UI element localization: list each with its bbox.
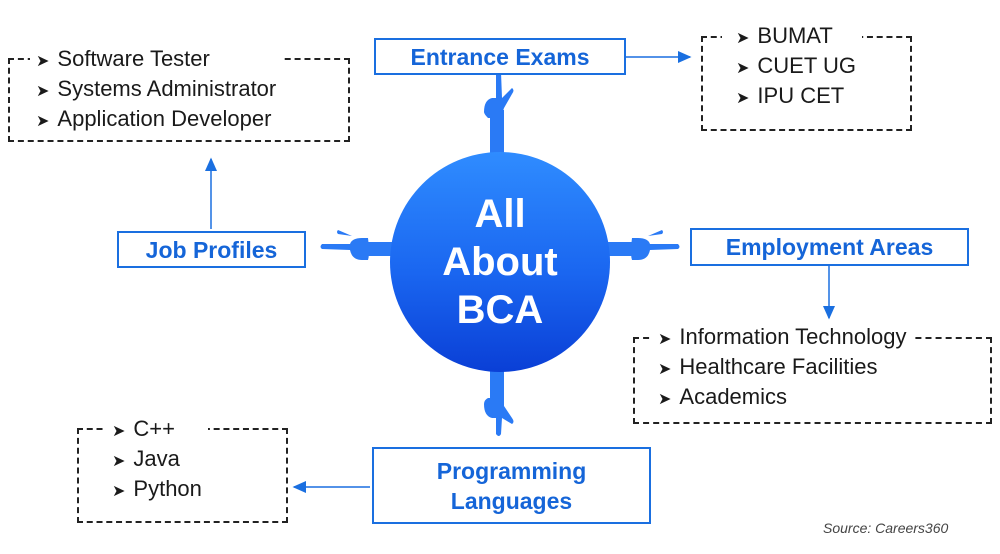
- box-label-line: Languages: [450, 487, 573, 514]
- job-profiles-box: Job Profiles: [117, 231, 306, 268]
- center-line: All: [474, 192, 526, 236]
- list-item: ➤CUET UG: [736, 53, 857, 78]
- list-item: ➤Software Tester: [30, 44, 283, 74]
- list-item: ➤Java: [112, 446, 180, 471]
- center-line: About: [442, 240, 558, 284]
- jobs-list: ➤Software Tester ➤Systems Administrator …: [30, 44, 283, 134]
- list-item: ➤IPU CET: [736, 83, 845, 108]
- center-line: BCA: [456, 288, 544, 332]
- source-caption: Source: Careers360: [823, 520, 949, 536]
- center-circle: All About BCA: [390, 152, 610, 372]
- hand-up-icon: [484, 70, 514, 155]
- exams-list: ➤BUMAT ➤CUET UG ➤IPU CET: [722, 21, 863, 111]
- list-item: ➤C++: [104, 414, 208, 444]
- languages-list: ➤C++ ➤Java ➤Python: [104, 414, 208, 504]
- box-label-line: Programming: [436, 457, 587, 484]
- list-item: ➤Academics: [658, 384, 787, 409]
- list-item: ➤Information Technology: [652, 322, 913, 352]
- list-item: ➤Systems Administrator: [36, 76, 277, 101]
- hand-left-icon: [320, 230, 394, 260]
- list-item: ➤BUMAT: [722, 21, 863, 51]
- programming-languages-box: Programming Languages: [372, 447, 651, 524]
- hand-right-icon: [606, 230, 680, 260]
- employment-areas-box: Employment Areas: [690, 228, 969, 266]
- list-item: ➤Python: [112, 476, 202, 501]
- hand-down-icon: [484, 368, 514, 436]
- list-item: ➤Application Developer: [36, 106, 272, 131]
- list-item: ➤Healthcare Facilities: [658, 354, 878, 379]
- employment-list: ➤Information Technology ➤Healthcare Faci…: [652, 322, 913, 412]
- entrance-exams-box: Entrance Exams: [374, 38, 626, 75]
